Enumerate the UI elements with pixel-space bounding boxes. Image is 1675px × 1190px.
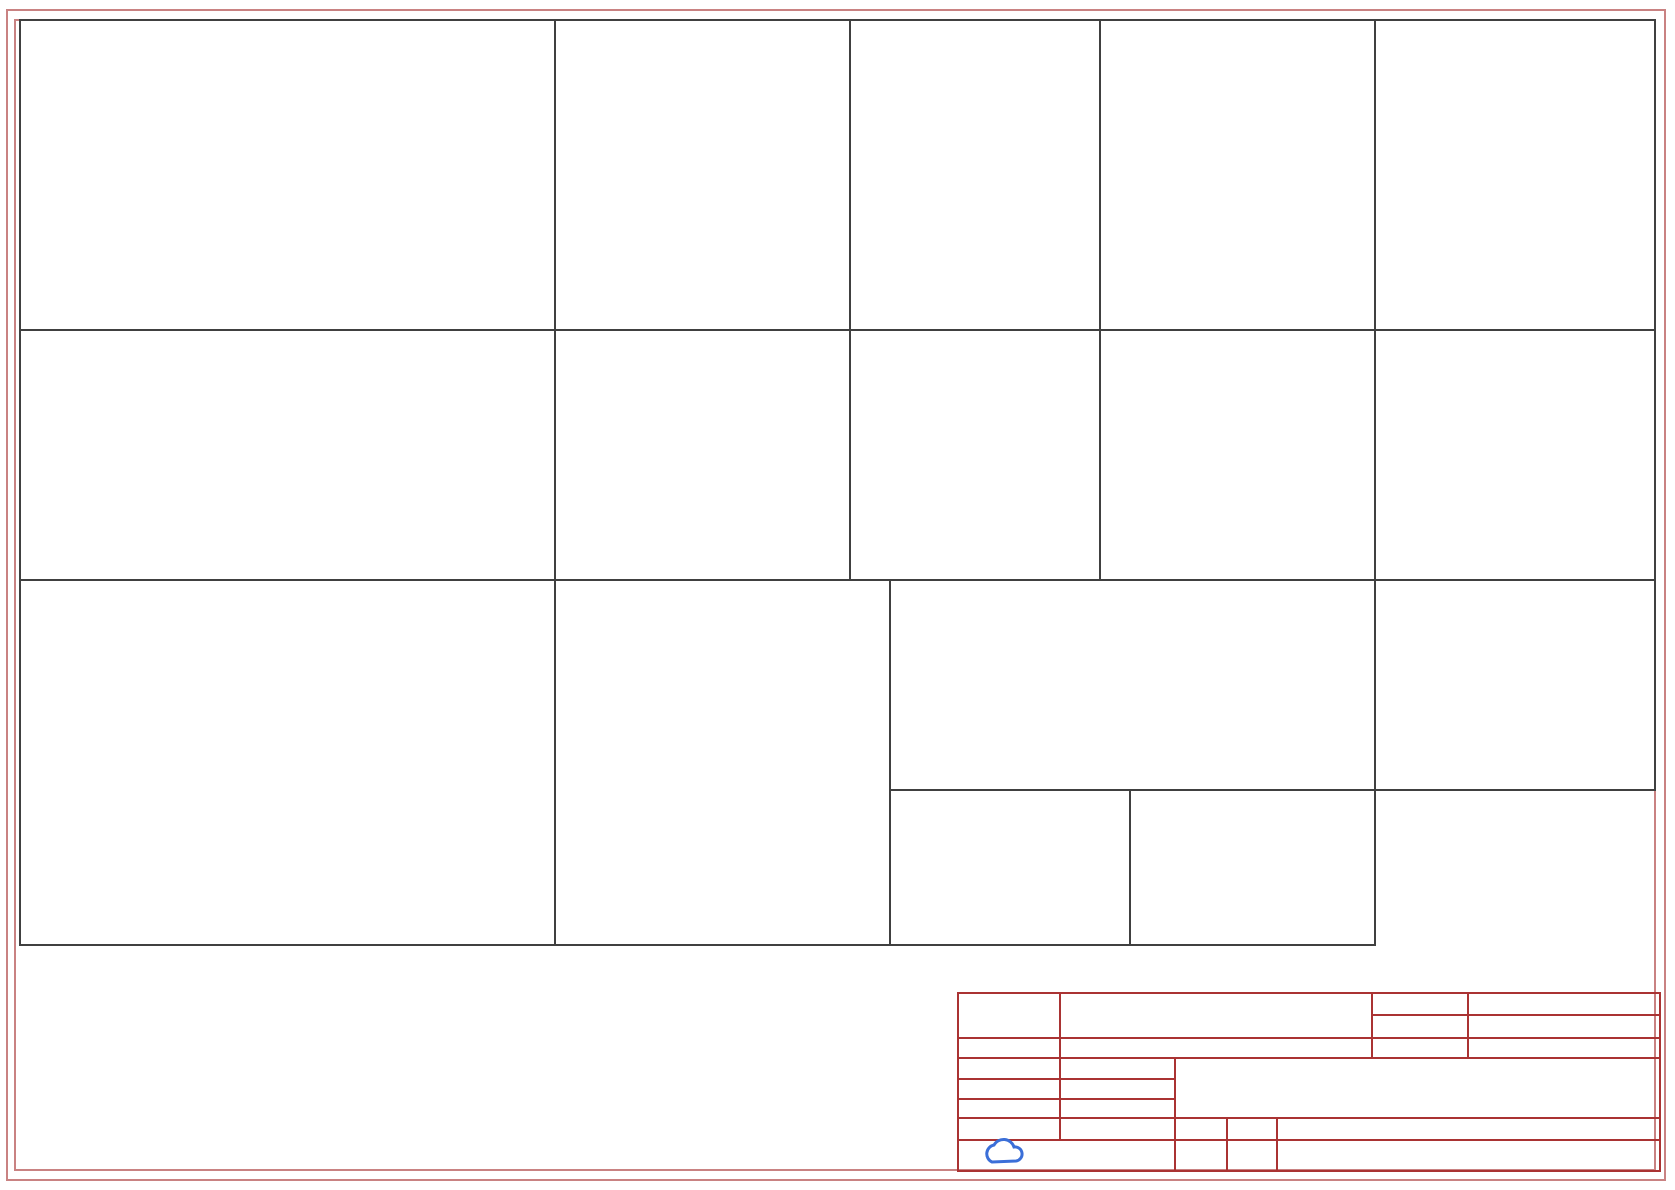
section-motor3 xyxy=(1099,329,1376,581)
section-battery xyxy=(889,789,1131,946)
section-autoprog xyxy=(1099,19,1376,331)
section-usb-uart xyxy=(19,19,556,331)
title-block xyxy=(957,992,1661,1172)
sheet-inner-border xyxy=(14,19,1656,1171)
section-ldo xyxy=(849,19,1101,331)
section-io-breakout xyxy=(889,579,1376,791)
section-imu xyxy=(19,579,556,946)
section-esp32 xyxy=(554,579,891,946)
sheet-outer-border xyxy=(6,9,1666,1181)
jlc-logo xyxy=(985,1138,1024,1164)
section-led xyxy=(1374,579,1656,791)
section-motor4 xyxy=(1374,329,1656,581)
section-motor1 xyxy=(554,329,851,581)
section-motor2 xyxy=(849,329,1101,581)
title-block-frame xyxy=(957,992,1661,1172)
section-charger xyxy=(19,329,556,581)
cloud-logo-icon xyxy=(985,1138,1024,1164)
section-power-switch xyxy=(554,19,851,331)
section-bat-monitor xyxy=(1374,19,1656,331)
section-grid xyxy=(19,19,1656,946)
section-en xyxy=(1129,789,1376,946)
